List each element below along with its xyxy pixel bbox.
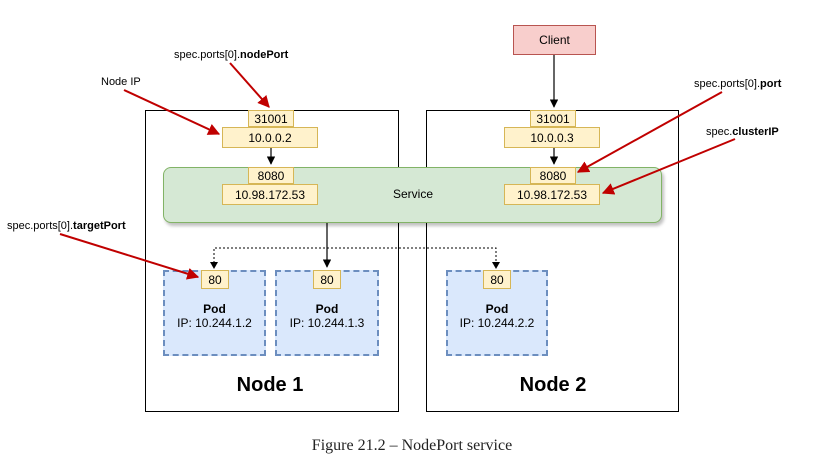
- node-2-title: Node 2: [519, 374, 587, 396]
- node-1-title: Node 1: [236, 374, 304, 396]
- port-annotation-prefix: spec.ports[0].: [694, 78, 761, 90]
- pod-3-title: Pod: [485, 302, 509, 316]
- port-annotation: spec.ports[0].port: [694, 78, 781, 90]
- node-2-nodeport-box: 31001: [530, 110, 576, 127]
- nodeport-annotation-arrow: [229, 62, 270, 108]
- cluster-ip-annotation-prefix: spec.: [706, 126, 733, 138]
- node-1-ip-box: 10.0.0.2: [222, 127, 318, 148]
- pod-1-title: Pod: [203, 302, 226, 316]
- nodeport-annotation-bold: nodePort: [240, 49, 289, 61]
- cluster-ip-annotation: spec.clusterIP: [706, 126, 779, 138]
- pod-1-ip: IP: 10.244.1.2: [177, 316, 252, 330]
- node-2-service-port-box: 8080: [530, 167, 576, 184]
- client-box: Client: [513, 25, 596, 55]
- target-port-annotation-arrow: [59, 233, 200, 280]
- target-port-annotation-bold: targetPort: [73, 220, 126, 232]
- node-1-cluster-ip-box: 10.98.172.53: [222, 184, 318, 205]
- dotted-arrowhead-pod1: [210, 262, 218, 269]
- pod-2-ip: IP: 10.244.1.3: [289, 316, 365, 330]
- pod-3-port-box: 80: [483, 270, 511, 289]
- pod-1-port-box: 80: [201, 270, 229, 289]
- target-port-annotation: spec.ports[0].targetPort: [7, 220, 126, 232]
- port-annotation-bold: port: [760, 78, 782, 90]
- pod-2-port-box: 80: [313, 270, 341, 289]
- pod-3-ip: IP: 10.244.2.2: [459, 316, 535, 330]
- figure-caption: Figure 21.2 – NodePort service: [311, 437, 513, 454]
- node-ip-annotation: Node IP: [101, 76, 141, 88]
- node-1-nodeport-box: 31001: [248, 110, 294, 127]
- node-1-service-port-box: 8080: [248, 167, 294, 184]
- cluster-ip-annotation-arrow: [601, 138, 736, 195]
- nodeport-annotation: spec.ports[0].nodePort: [174, 49, 288, 61]
- dotted-arrowhead-pod3: [492, 262, 500, 269]
- node-2-cluster-ip-box: 10.98.172.53: [504, 184, 600, 205]
- node-ip-annotation-arrow: [123, 89, 221, 135]
- service-label: Service: [392, 187, 433, 201]
- pod-2-title: Pod: [315, 302, 339, 316]
- port-annotation-arrow: [576, 91, 723, 173]
- node-2-ip-box: 10.0.0.3: [504, 127, 600, 148]
- nodeport-annotation-prefix: spec.ports[0].: [174, 49, 241, 61]
- cluster-ip-annotation-bold: clusterIP: [732, 126, 779, 138]
- dotted-distribution-line: [213, 247, 497, 267]
- target-port-annotation-prefix: spec.ports[0].: [7, 220, 74, 232]
